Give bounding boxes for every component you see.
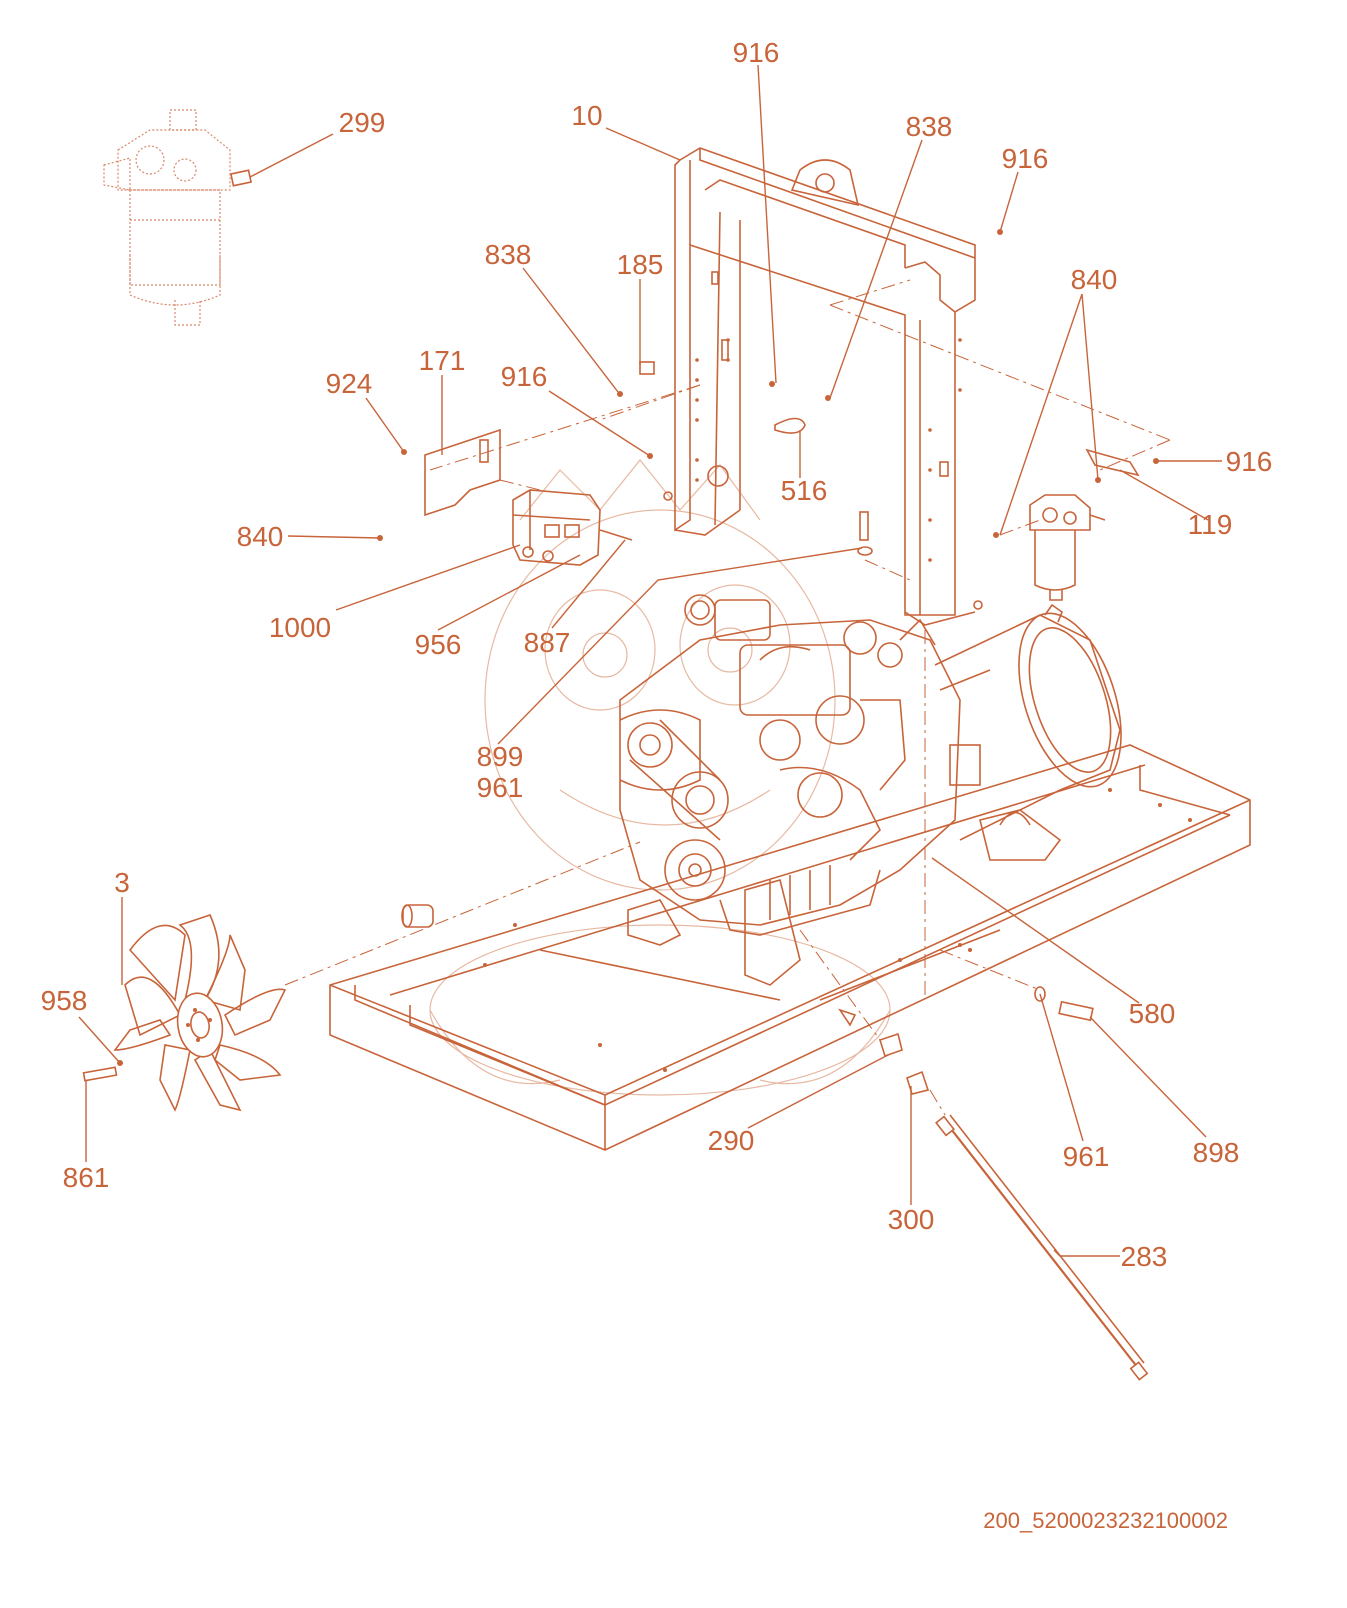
part-callouts: 916 10 838 916 299 838 185 840 171 924 9… [41,37,1273,1272]
callout-label: 958 [41,985,88,1016]
callout-label: 580 [1129,998,1176,1029]
generator [934,603,1122,841]
drain-hose [935,1114,1149,1381]
callout-label: 10 [571,100,602,131]
callout-label: 290 [708,1125,755,1156]
callout-label: 838 [906,111,953,142]
callout-label: 887 [524,627,571,658]
bracket-171 [424,428,501,517]
callout-label: 119 [1188,509,1233,540]
callout-label: 516 [781,475,828,506]
callout-label: 916 [733,37,780,68]
leader-lines [78,64,1222,1257]
assembly-lines [284,279,1171,1116]
callout-label: 840 [1071,264,1118,295]
callout-label: 899 [477,741,524,772]
callout-label: 283 [1121,1241,1168,1272]
callout-label: 924 [326,368,373,399]
callout-label: 299 [339,107,386,138]
document-id: 200_5200023232100002 [983,1508,1228,1533]
small-hardware [82,229,1159,1095]
fuel-filter-small [1029,494,1106,601]
callout-label: 838 [485,239,532,270]
callout-label: 916 [501,361,548,392]
callout-label: 861 [63,1162,110,1193]
base-frame [329,744,1251,1151]
callout-label: 916 [1226,446,1273,477]
callout-label: 1000 [269,612,331,643]
lifting-frame [663,147,983,626]
callout-label: 300 [888,1204,935,1235]
callout-label: 171 [419,345,466,376]
callout-label: 898 [1193,1137,1240,1168]
fuel-filter-detail [103,109,252,326]
control-box-1000 [512,489,633,566]
callout-label: 3 [114,867,130,898]
callout-label: 185 [617,249,664,280]
callout-label: 840 [237,521,284,552]
callout-label: 961 [1063,1141,1110,1172]
callout-label: 956 [415,629,462,660]
cooling-fan [113,914,287,1112]
callout-label: 961 [477,772,524,803]
callout-label: 916 [1002,143,1049,174]
